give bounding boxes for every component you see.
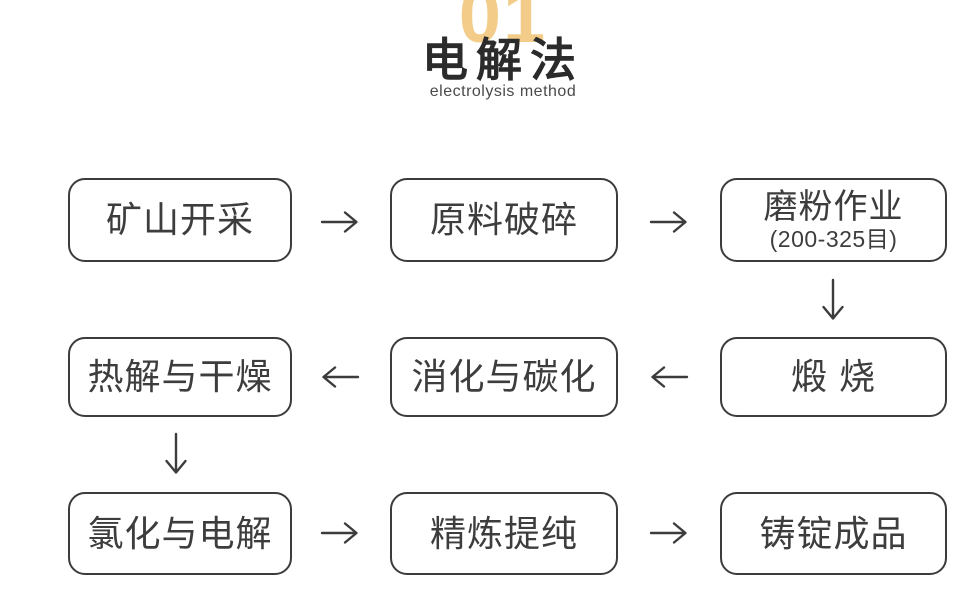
flow-node-digestion-carbonization: 消化与碳化 [390,337,618,417]
flow-node-label: 磨粉作业 [763,187,904,226]
arrow-right-icon [649,208,689,241]
flow-node-chlorination-electrolysis: 氯化与电解 [68,492,292,575]
page-subtitle: electrolysis method [429,83,577,100]
flow-node-label: 热解与干燥 [87,356,273,397]
page-title: 电解法 [422,34,584,86]
flow-node-crushing: 原料破碎 [390,178,618,262]
flow-node-ingot-casting: 铸锭成品 [720,492,947,575]
arrow-down-icon [819,278,847,327]
arrow-down-icon [162,432,190,481]
flow-node-pyrolysis-drying: 热解与干燥 [68,337,292,417]
arrow-left-icon [320,363,360,396]
flow-node-calcination: 煅 烧 [720,337,947,417]
flow-node-label: 矿山开采 [105,199,254,240]
flow-node-sublabel: (200-325目) [769,225,898,252]
arrow-left-icon [649,363,689,396]
arrow-right-icon [320,208,360,241]
flow-node-label: 煅 烧 [790,356,876,397]
section-header: 01 电解法 electrolysis method [13,0,980,100]
flow-node-label: 氯化与电解 [87,512,273,554]
flow-node-label: 精炼提纯 [429,512,578,554]
arrow-right-icon [649,519,689,552]
flow-node-label: 原料破碎 [429,199,578,240]
flow-node-label: 铸锭成品 [759,512,908,554]
section-number: 01 [458,0,548,59]
arrow-right-icon [320,519,360,552]
flow-node-refining: 精炼提纯 [390,492,618,575]
flow-node-mining: 矿山开采 [68,178,292,262]
flow-node-label: 消化与碳化 [411,356,597,397]
flow-node-grinding: 磨粉作业 (200-325目) [720,178,947,262]
